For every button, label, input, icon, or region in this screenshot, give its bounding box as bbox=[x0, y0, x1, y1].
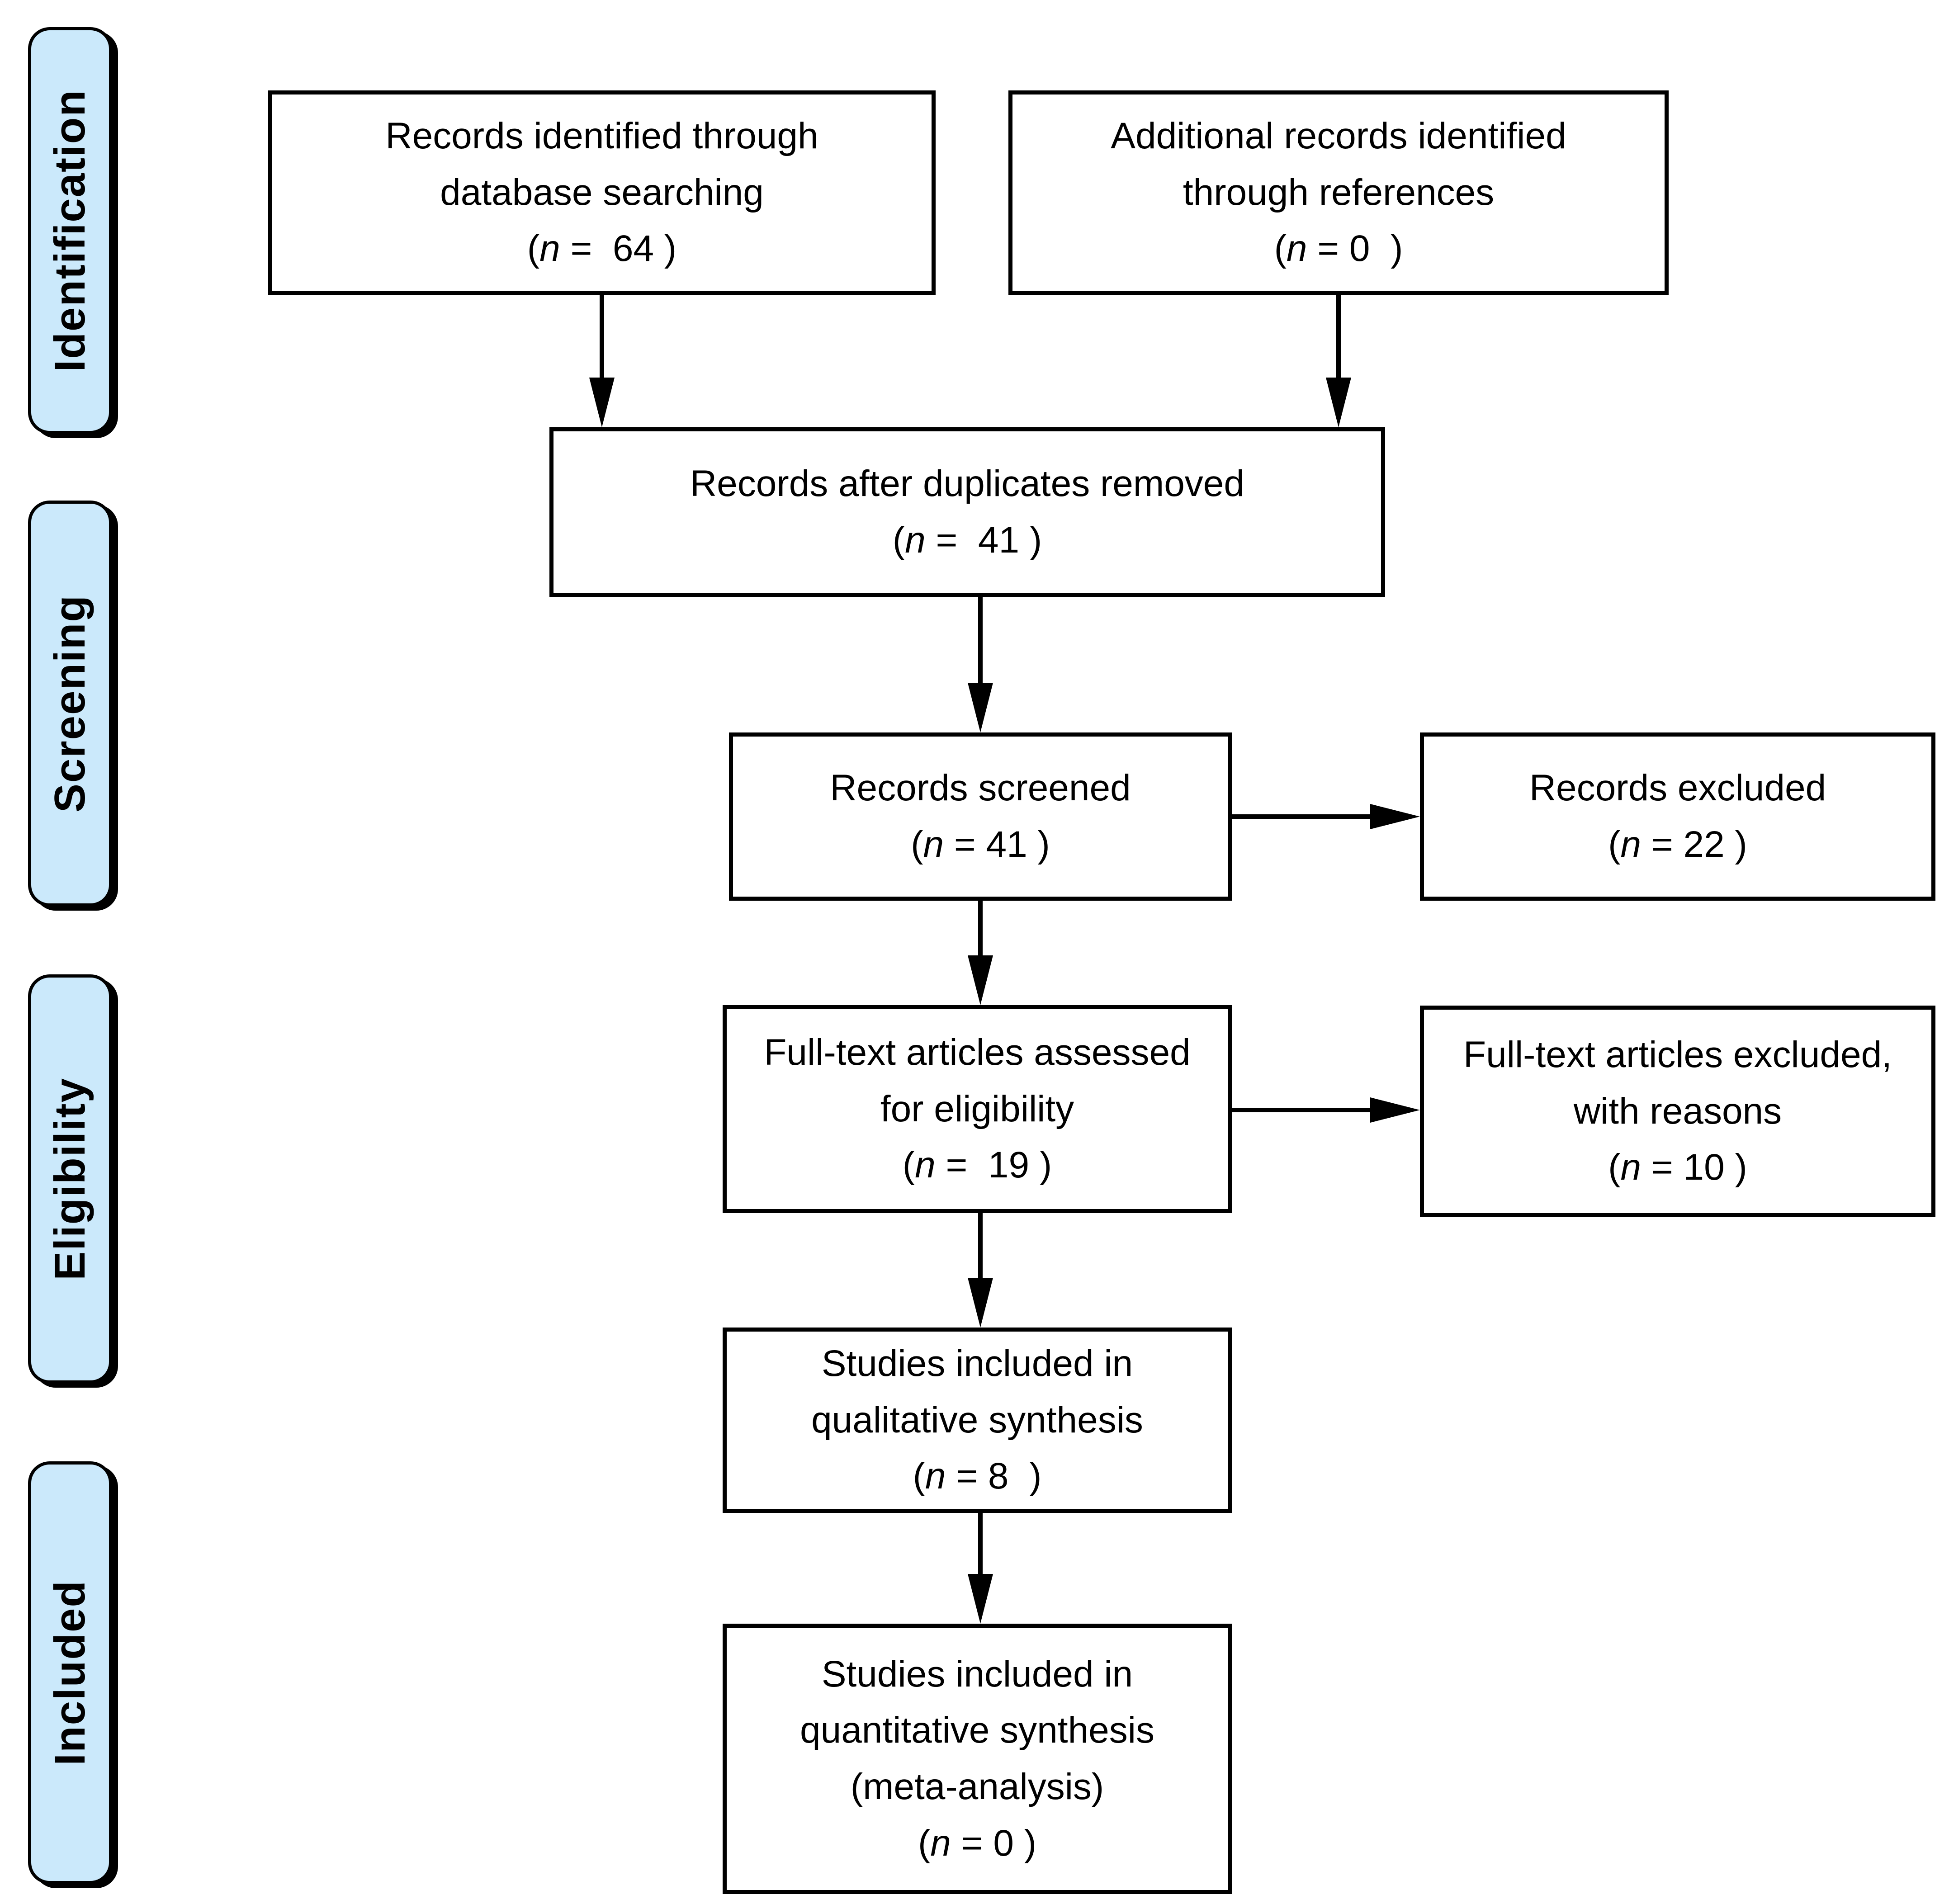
box-records-identified: Records identified through database sear… bbox=[268, 90, 936, 295]
arrow-down-head-icon bbox=[968, 1574, 993, 1624]
stage-included: Included bbox=[28, 1461, 112, 1884]
box-text-line: Full-text articles assessed bbox=[764, 1032, 1191, 1073]
arrow-line-additional-to-duplicates bbox=[1336, 295, 1341, 378]
box-text-line: through references bbox=[1183, 171, 1495, 213]
box-count-line: (n = 8 ) bbox=[913, 1455, 1042, 1497]
box-text-line: Studies included in bbox=[821, 1653, 1133, 1695]
box-fulltext-excluded: Full-text articles excluded, with reason… bbox=[1420, 1006, 1935, 1217]
box-count-line: (n = 22 ) bbox=[1608, 824, 1747, 865]
box-text-line: with reasons bbox=[1573, 1090, 1782, 1132]
box-records-excluded: Records excluded (n = 22 ) bbox=[1420, 732, 1935, 901]
stage-identification-label: Identification bbox=[46, 89, 94, 372]
box-text-line: database searching bbox=[440, 171, 764, 213]
arrow-line-fulltext-to-excluded bbox=[1232, 1108, 1370, 1112]
box-text-line: Studies included in bbox=[821, 1343, 1133, 1384]
box-text-line: for eligibility bbox=[880, 1088, 1074, 1129]
arrow-down-head-icon bbox=[968, 683, 993, 732]
box-count-line: (n = 41 ) bbox=[911, 824, 1050, 865]
box-qualitative-synthesis: Studies included in qualitative synthesi… bbox=[723, 1328, 1232, 1513]
arrow-line-screened-to-excluded bbox=[1232, 814, 1370, 819]
stage-identification: Identification bbox=[28, 27, 112, 434]
box-fulltext-assessed: Full-text articles assessed for eligibil… bbox=[723, 1005, 1232, 1213]
stage-screening: Screening bbox=[28, 501, 112, 907]
arrow-down-head-icon bbox=[968, 955, 993, 1005]
arrow-down-head-icon bbox=[968, 1278, 993, 1328]
box-count-line: (n = 0 ) bbox=[918, 1822, 1037, 1864]
stage-eligibility: Eligibility bbox=[28, 974, 112, 1384]
arrow-line-duplicates-to-screened bbox=[978, 597, 983, 683]
box-text-line: Records identified through bbox=[385, 115, 818, 157]
box-count-line: (n = 19 ) bbox=[902, 1144, 1052, 1186]
box-text-line: qualitative synthesis bbox=[811, 1399, 1143, 1441]
arrow-line-qualitative-to-quantitative bbox=[978, 1513, 983, 1574]
stage-included-label: Included bbox=[46, 1580, 94, 1766]
arrow-down-head-icon bbox=[1326, 378, 1351, 427]
box-text-line: Records screened bbox=[830, 767, 1131, 809]
box-records-screened: Records screened (n = 41 ) bbox=[729, 732, 1232, 901]
box-text-line: (meta-analysis) bbox=[850, 1766, 1104, 1807]
box-quantitative-synthesis: Studies included in quantitative synthes… bbox=[723, 1624, 1232, 1894]
box-text-line: Records excluded bbox=[1529, 767, 1826, 809]
box-text-line: quantitative synthesis bbox=[799, 1710, 1154, 1751]
stage-screening-label: Screening bbox=[46, 594, 94, 813]
arrow-line-fulltext-to-qualitative bbox=[978, 1213, 983, 1278]
box-additional-records: Additional records identified through re… bbox=[1008, 90, 1669, 295]
box-text-line: Additional records identified bbox=[1111, 115, 1566, 157]
arrow-down-head-icon bbox=[589, 378, 615, 427]
box-text-line: Records after duplicates removed bbox=[690, 463, 1245, 504]
arrow-line-screened-to-fulltext bbox=[978, 901, 983, 955]
box-count-line: (n = 10 ) bbox=[1608, 1147, 1747, 1188]
arrow-right-head-icon bbox=[1370, 804, 1420, 829]
arrow-line-identified-to-duplicates bbox=[600, 295, 604, 378]
box-text-line: Full-text articles excluded, bbox=[1463, 1034, 1892, 1076]
box-count-line: (n = 64 ) bbox=[527, 228, 677, 269]
box-after-duplicates: Records after duplicates removed (n = 41… bbox=[549, 427, 1385, 597]
arrow-right-head-icon bbox=[1370, 1097, 1420, 1123]
box-count-line: (n = 41 ) bbox=[892, 519, 1042, 561]
box-count-line: (n = 0 ) bbox=[1274, 228, 1403, 269]
stage-eligibility-label: Eligibility bbox=[46, 1077, 94, 1280]
